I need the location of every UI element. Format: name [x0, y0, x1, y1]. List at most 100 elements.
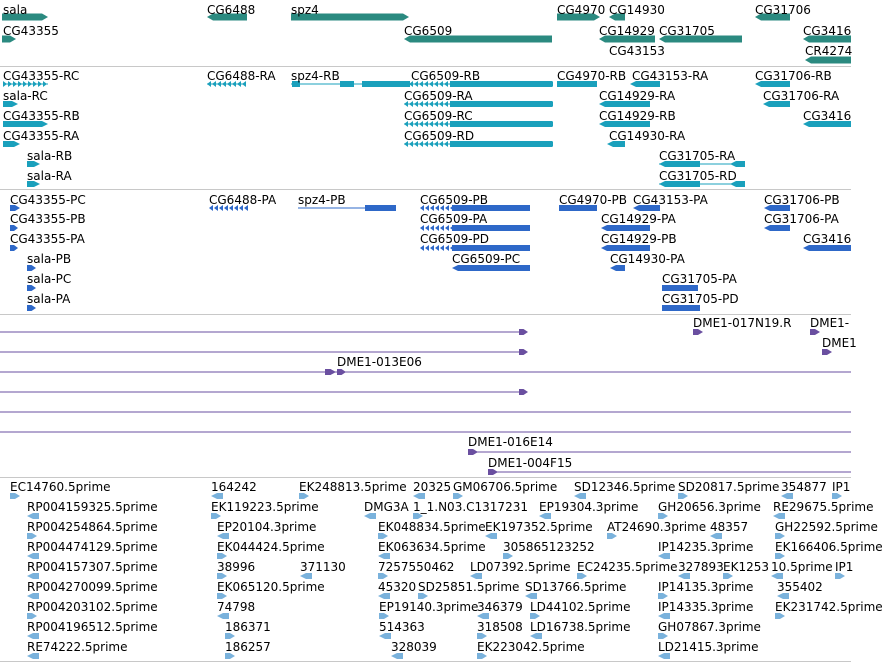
transcript-exon[interactable] [217, 81, 221, 87]
ests-feature-label[interactable]: LD07392.5prime [470, 560, 571, 574]
ests-feature-label[interactable]: 354877 [781, 480, 827, 494]
transcript-exon[interactable] [557, 81, 597, 87]
protein-glyph[interactable] [445, 205, 449, 211]
transcripts-feature-label[interactable]: CG6509-RD [404, 129, 475, 143]
proteins-feature-label[interactable]: CG14929-PA [601, 212, 676, 226]
ests-feature-label[interactable]: GH22592.5prime [775, 520, 878, 534]
protein-glyph[interactable] [803, 245, 851, 251]
transcript-exon[interactable] [362, 81, 410, 87]
transcript-exon[interactable] [414, 121, 418, 127]
clone-glyph[interactable] [693, 329, 703, 335]
est-glyph[interactable] [658, 633, 668, 639]
protein-glyph[interactable] [435, 205, 439, 211]
est-glyph[interactable] [378, 593, 390, 599]
transcript-exon[interactable] [755, 81, 790, 87]
proteins-feature-label[interactable]: CG14930-PA [610, 252, 685, 266]
transcript-exon[interactable] [33, 81, 37, 87]
transcript-exon[interactable] [414, 101, 418, 107]
transcript-exon[interactable] [242, 81, 246, 87]
est-glyph[interactable] [27, 573, 39, 579]
proteins-feature-label[interactable]: sala-PA [27, 292, 71, 306]
proteins-feature-label[interactable]: CG6509-PC [452, 252, 521, 266]
est-glyph[interactable] [771, 573, 783, 579]
est-glyph[interactable] [658, 593, 668, 599]
gene-glyph[interactable] [803, 35, 851, 43]
ests-feature-label[interactable]: 48357 [710, 520, 749, 534]
est-glyph[interactable] [300, 573, 312, 579]
proteins-feature-label[interactable]: sala-PB [27, 252, 72, 266]
clones-feature-label[interactable]: DME1 [822, 336, 857, 350]
est-glyph[interactable] [710, 533, 722, 539]
protein-glyph[interactable] [633, 205, 660, 211]
transcripts-feature-label[interactable]: CG3416 [803, 109, 852, 123]
transcript-exon[interactable] [730, 181, 745, 187]
ests-feature-label[interactable]: RP004203102.5prime [27, 600, 158, 614]
protein-glyph[interactable] [452, 205, 530, 211]
ests-feature-label[interactable]: 10.5prime [771, 560, 833, 574]
transcript-exon[interactable] [439, 101, 443, 107]
transcript-exon[interactable] [444, 101, 448, 107]
proteins-feature-label[interactable]: CG43355-PB [10, 212, 86, 226]
transcripts-feature-label[interactable]: CG4970-RB [557, 69, 627, 83]
protein-glyph[interactable] [365, 205, 396, 211]
est-glyph[interactable] [574, 493, 586, 499]
transcript-exon[interactable] [207, 81, 211, 87]
transcript-exon[interactable] [212, 81, 216, 87]
transcript-exon[interactable] [607, 141, 625, 147]
transcript-exon[interactable] [803, 121, 851, 127]
transcript-exon[interactable] [444, 81, 448, 87]
est-glyph[interactable] [27, 613, 37, 619]
protein-glyph[interactable] [662, 305, 700, 311]
genes-feature-label[interactable]: CG31706 [755, 3, 811, 17]
protein-glyph[interactable] [27, 305, 36, 311]
ests-feature-label[interactable]: RP004159325.5prime [27, 500, 158, 514]
transcript-exon[interactable] [414, 81, 418, 87]
transcripts-feature-label[interactable]: CG31705-RD [659, 169, 737, 183]
transcript-exon[interactable] [439, 121, 443, 127]
ests-feature-label[interactable]: 38996 [217, 560, 256, 574]
transcript-exon[interactable] [23, 81, 27, 87]
proteins-feature-label[interactable]: CG3416 [803, 232, 852, 246]
transcript-exon[interactable] [659, 181, 700, 187]
est-glyph[interactable] [413, 493, 425, 499]
proteins-feature-label[interactable]: CG4970-PB [559, 193, 628, 207]
transcript-exon[interactable] [450, 81, 552, 87]
transcript-exon[interactable] [424, 101, 428, 107]
protein-glyph[interactable] [452, 225, 530, 231]
transcripts-feature-label[interactable]: CG6509-RA [404, 89, 473, 103]
ests-feature-label[interactable]: EK197352.5prime [485, 520, 593, 534]
ests-feature-label[interactable]: SD12346.5prime [574, 480, 676, 494]
transcripts-feature-label[interactable]: spz4-RB [291, 69, 340, 83]
est-glyph[interactable] [781, 493, 793, 499]
transcripts-feature-label[interactable]: CG31706-RA [763, 89, 840, 103]
est-glyph[interactable] [775, 613, 785, 619]
transcripts-feature-label[interactable]: CG14929-RA [599, 89, 676, 103]
transcript-exon[interactable] [404, 141, 408, 147]
est-glyph[interactable] [27, 653, 39, 659]
ests-feature-label[interactable]: RP004270099.5prime [27, 580, 158, 594]
transcript-exon[interactable] [404, 81, 408, 87]
proteins-feature-label[interactable]: CG43355-PC [10, 193, 86, 207]
est-glyph[interactable] [379, 633, 391, 639]
clone-glyph[interactable] [810, 329, 820, 335]
est-glyph[interactable] [217, 613, 229, 619]
transcript-exon[interactable] [409, 121, 413, 127]
transcript-exon[interactable] [222, 81, 226, 87]
protein-glyph[interactable] [440, 225, 444, 231]
transcripts-feature-label[interactable]: CG14930-RA [609, 129, 686, 143]
clones-feature-label[interactable]: DME1-016E14 [468, 435, 553, 449]
protein-glyph[interactable] [435, 245, 439, 251]
genes-feature-label[interactable]: CG43153 [609, 44, 665, 58]
ests-feature-label[interactable]: IP1 [832, 480, 851, 494]
protein-glyph[interactable] [219, 205, 223, 211]
protein-glyph[interactable] [425, 225, 429, 231]
transcript-exon[interactable] [450, 121, 552, 127]
ests-feature-label[interactable]: EK048834.5prime [378, 520, 486, 534]
genes-feature-label[interactable]: CG14930 [609, 3, 665, 17]
clone-glyph[interactable] [822, 349, 832, 355]
transcript-exon[interactable] [419, 81, 423, 87]
est-glyph[interactable] [530, 613, 540, 619]
ests-feature-label[interactable]: 346379 [477, 600, 523, 614]
gene-glyph[interactable] [609, 13, 625, 21]
proteins-feature-label[interactable]: CG6488-PA [209, 193, 277, 207]
